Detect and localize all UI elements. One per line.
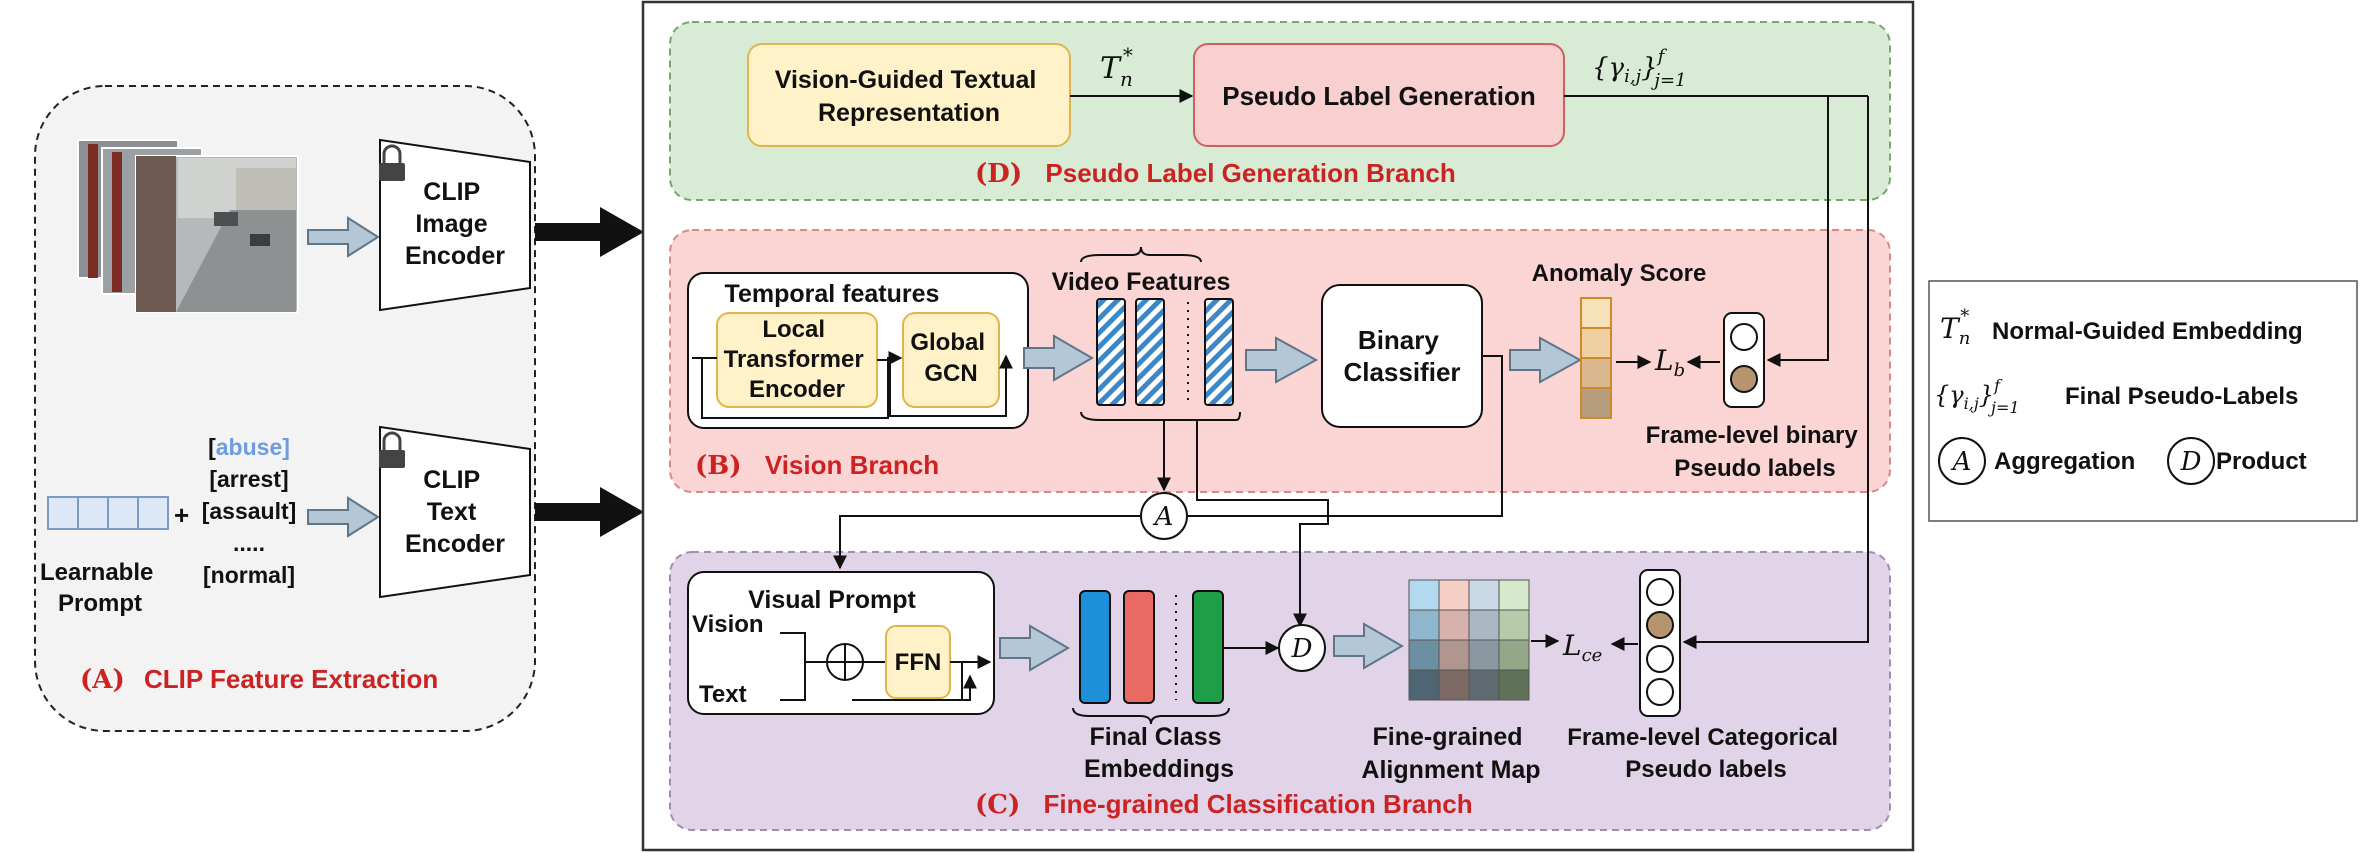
to-anomaly-arrow xyxy=(1509,336,1583,384)
class-embedding-bar xyxy=(1079,590,1111,704)
clip-image-encoder xyxy=(379,138,531,312)
svg-text:A: A xyxy=(1153,502,1174,532)
prompt-word-normal: [normal] xyxy=(203,562,295,588)
clip-text-encoder xyxy=(379,425,531,599)
feature-arrows xyxy=(535,207,644,537)
to-video-features-arrow xyxy=(1023,334,1094,382)
text-input-label: Text xyxy=(699,681,747,708)
vision-branch-title: (B) Vision Branch xyxy=(695,450,939,481)
frame-categorical-label: Frame-level Categorical Pseudo labels xyxy=(1567,724,1844,783)
global-gcn-label: Global GCN xyxy=(910,329,991,387)
image-to-encoder-arrow xyxy=(307,216,380,258)
binary-classifier-box xyxy=(1321,284,1483,428)
tn-star-symbol: Tn* xyxy=(1100,43,1133,91)
clip-panel: CLIP Image Encoder CLIP Text Encoder + [… xyxy=(34,85,536,732)
video-features-label: Video Features xyxy=(1052,268,1231,296)
to-binary-arrow xyxy=(1245,336,1319,384)
prompt-word-ellipsis: ..... xyxy=(233,530,265,556)
learnable-prompt-label: Learnable Prompt xyxy=(40,559,160,617)
add-operator-icon xyxy=(826,643,864,681)
anomaly-score-label: Anomaly Score xyxy=(1532,260,1707,287)
product-operator: D xyxy=(1278,624,1326,672)
fine-branch-title: (C) Fine-grained Classification Branch xyxy=(975,789,1473,820)
text-encoder-label: CLIP Text Encoder xyxy=(405,466,505,558)
lce-symbol: Lce xyxy=(1562,629,1602,666)
alignment-map-label: Fine-grained Alignment Map xyxy=(1361,723,1540,784)
vision-guided-textual-label: Vision-Guided Textual Representation xyxy=(775,66,1044,127)
prompt-word: [abuse] xyxy=(208,434,290,460)
lock-icon xyxy=(379,144,405,181)
svg-text:D: D xyxy=(1291,634,1313,664)
visual-prompt-label: Visual Prompt xyxy=(748,586,916,614)
legend-aggregation-desc: Aggregation xyxy=(1994,448,2135,475)
image-encoder-label: CLIP Image Encoder xyxy=(405,178,505,270)
video-frames-image xyxy=(77,139,299,313)
local-transformer-label: Local Transformer Encoder xyxy=(724,316,871,403)
legend-tn-desc: Normal-Guided Embedding xyxy=(1992,318,2303,345)
legend-aggregation-icon xyxy=(1938,437,1986,485)
vision-guided-textual-box xyxy=(747,43,1071,147)
connection-lines xyxy=(833,96,1869,649)
class-embedding-bar xyxy=(1192,590,1224,704)
categorical-pseudo-label-icon xyxy=(1639,569,1681,717)
prompt-word-assault: [assault] xyxy=(202,498,297,524)
lb-symbol: Lb xyxy=(1654,344,1685,381)
svg-text:D: D xyxy=(2180,447,2202,477)
text-to-encoder-arrow xyxy=(307,496,380,538)
learnable-prompt-cells xyxy=(47,496,169,530)
to-class-embeddings-arrow xyxy=(999,624,1070,672)
legend-gamma-desc: Final Pseudo-Labels xyxy=(2065,383,2298,410)
lock-icon xyxy=(379,431,405,468)
legend-product-icon xyxy=(2167,437,2215,485)
video-feature-bar xyxy=(1096,298,1126,406)
alignment-map-grid xyxy=(1408,579,1530,701)
svg-text:A: A xyxy=(1951,447,1972,477)
vision-branch: Temporal features Local Transformer Enco… xyxy=(669,229,1891,493)
pseudo-label-branch: Vision-Guided Textual Representation Pse… xyxy=(669,21,1891,201)
prompt-word-arrest: [arrest] xyxy=(209,466,288,492)
frame-binary-label: Frame-level binary Pseudo labels xyxy=(1646,422,1865,482)
plus-sign: + xyxy=(174,500,189,530)
pseudo-branch-title: (D) Pseudo Label Generation Branch xyxy=(975,158,1456,189)
video-feature-bar xyxy=(1135,298,1165,406)
prompt-word-abuse: abuse] xyxy=(216,434,290,460)
binary-classifier-label: Binary Classifier xyxy=(1343,325,1460,387)
final-class-label: Final Class Embeddings xyxy=(1084,723,1234,783)
vision-input-label: Vision xyxy=(692,611,764,638)
legend-product-desc: Product xyxy=(2216,448,2307,475)
aggregation-operator: A xyxy=(1140,492,1188,540)
class-embedding-bar xyxy=(1123,590,1155,704)
pseudo-label-generation-label: Pseudo Label Generation xyxy=(1222,81,1536,111)
video-feature-bar xyxy=(1204,298,1234,406)
legend-tn-symbol: Tn* xyxy=(1940,306,1970,349)
anomaly-score-bar xyxy=(1580,297,1612,419)
to-alignment-arrow xyxy=(1333,622,1404,670)
fine-grained-branch: Visual Prompt Vision Text FFN Final Clas… xyxy=(669,551,1891,831)
ffn-label: FFN xyxy=(895,649,942,676)
clip-branch-title: (A) CLIP Feature Extraction xyxy=(80,664,438,695)
temporal-features-label: Temporal features xyxy=(725,280,940,308)
